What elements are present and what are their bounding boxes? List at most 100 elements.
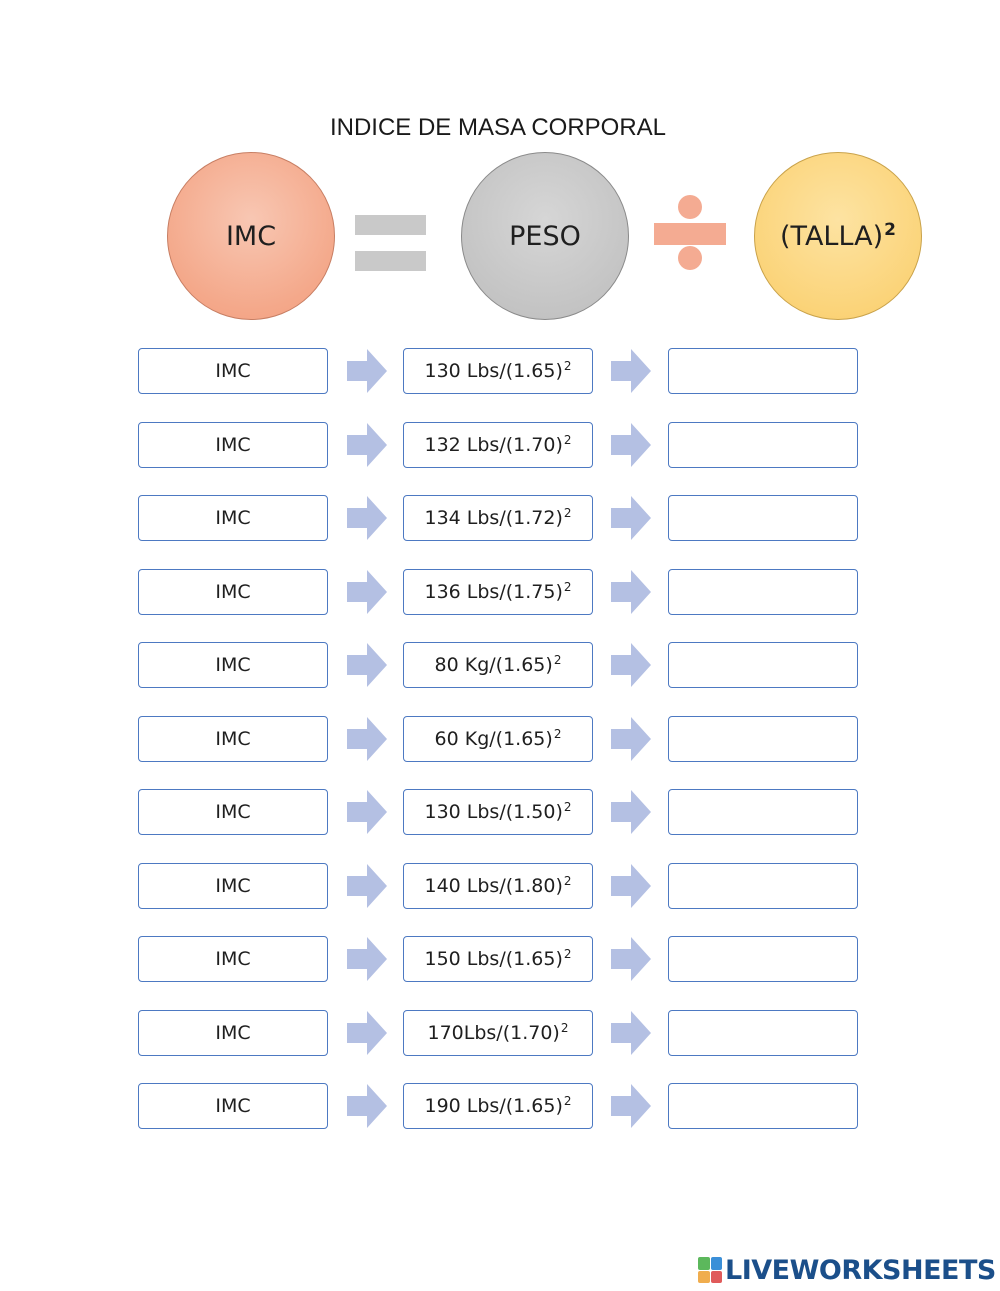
answer-input-box[interactable] <box>668 789 858 835</box>
right-arrow-icon <box>611 496 651 540</box>
expression-base: 136 Lbs/(1.75) <box>424 581 563 603</box>
exercise-row: IMC 134 Lbs/(1.72)2 <box>0 495 1000 543</box>
imc-label: IMC <box>215 434 251 456</box>
expression-box: 134 Lbs/(1.72)2 <box>403 495 593 541</box>
imc-label-box: IMC <box>138 1010 328 1056</box>
imc-label-box: IMC <box>138 716 328 762</box>
formula-imc-label: IMC <box>225 220 277 252</box>
imc-label-box: IMC <box>138 1083 328 1129</box>
expression-text: 130 Lbs/(1.50)2 <box>424 801 571 823</box>
imc-label-box: IMC <box>138 642 328 688</box>
imc-label: IMC <box>215 1022 251 1044</box>
answer-input-box[interactable] <box>668 569 858 615</box>
expression-exponent: 2 <box>553 652 562 667</box>
liveworksheets-logo-icon <box>698 1257 722 1283</box>
answer-input-box[interactable] <box>668 422 858 468</box>
formula-talla-circle: (TALLA)2 <box>754 152 922 320</box>
right-arrow-icon <box>611 1084 651 1128</box>
expression-text: 132 Lbs/(1.70)2 <box>424 434 571 456</box>
answer-input-box[interactable] <box>668 1010 858 1056</box>
right-arrow-icon <box>611 790 651 834</box>
expression-text: 134 Lbs/(1.72)2 <box>424 507 571 529</box>
expression-exponent: 2 <box>560 1020 569 1035</box>
expression-exponent: 2 <box>563 799 572 814</box>
expression-exponent: 2 <box>553 726 562 741</box>
imc-label: IMC <box>215 507 251 529</box>
formula-talla-label: (TALLA)2 <box>780 221 896 252</box>
formula-talla-text: (TALLA) <box>780 220 884 252</box>
expression-text: 60 Kg/(1.65)2 <box>435 728 562 750</box>
expression-base: 134 Lbs/(1.72) <box>424 507 563 529</box>
expression-base: 190 Lbs/(1.65) <box>424 1095 563 1117</box>
exercise-row: IMC 140 Lbs/(1.80)2 <box>0 863 1000 911</box>
expression-text: 136 Lbs/(1.75)2 <box>424 581 571 603</box>
right-arrow-icon <box>347 717 387 761</box>
expression-base: 150 Lbs/(1.65) <box>424 948 563 970</box>
expression-box: 130 Lbs/(1.65)2 <box>403 348 593 394</box>
answer-input-box[interactable] <box>668 348 858 394</box>
expression-exponent: 2 <box>563 505 572 520</box>
imc-label: IMC <box>215 948 251 970</box>
right-arrow-icon <box>611 1011 651 1055</box>
expression-text: 130 Lbs/(1.65)2 <box>424 360 571 382</box>
divide-sign-bar <box>654 223 726 245</box>
exercise-row: IMC 80 Kg/(1.65)2 <box>0 642 1000 690</box>
imc-label: IMC <box>215 728 251 750</box>
answer-input-box[interactable] <box>668 642 858 688</box>
expression-exponent: 2 <box>563 1093 572 1108</box>
right-arrow-icon <box>347 349 387 393</box>
expression-text: 150 Lbs/(1.65)2 <box>424 948 571 970</box>
formula-peso-label: PESO <box>509 220 581 252</box>
right-arrow-icon <box>611 937 651 981</box>
expression-exponent: 2 <box>563 946 572 961</box>
right-arrow-icon <box>611 423 651 467</box>
liveworksheets-logo: LIVEWORKSHEETS <box>698 1254 996 1286</box>
expression-box: 136 Lbs/(1.75)2 <box>403 569 593 615</box>
exercise-row: IMC 170Lbs/(1.70)2 <box>0 1010 1000 1058</box>
right-arrow-icon <box>611 570 651 614</box>
expression-base: 80 Kg/(1.65) <box>434 654 553 676</box>
expression-box: 170Lbs/(1.70)2 <box>403 1010 593 1056</box>
expression-text: 170Lbs/(1.70)2 <box>428 1022 569 1044</box>
imc-label: IMC <box>215 801 251 823</box>
liveworksheets-logo-text: LIVEWORKSHEETS <box>725 1254 996 1286</box>
exercise-row: IMC 190 Lbs/(1.65)2 <box>0 1083 1000 1131</box>
right-arrow-icon <box>611 864 651 908</box>
right-arrow-icon <box>347 423 387 467</box>
right-arrow-icon <box>347 864 387 908</box>
right-arrow-icon <box>347 643 387 687</box>
right-arrow-icon <box>347 790 387 834</box>
imc-label: IMC <box>215 581 251 603</box>
expression-box: 150 Lbs/(1.65)2 <box>403 936 593 982</box>
imc-label: IMC <box>215 360 251 382</box>
equals-sign-bottom-bar <box>355 251 426 271</box>
answer-input-box[interactable] <box>668 495 858 541</box>
expression-text: 140 Lbs/(1.80)2 <box>424 875 571 897</box>
imc-label-box: IMC <box>138 569 328 615</box>
answer-input-box[interactable] <box>668 1083 858 1129</box>
exercise-row: IMC 132 Lbs/(1.70)2 <box>0 422 1000 470</box>
expression-box: 130 Lbs/(1.50)2 <box>403 789 593 835</box>
exercise-row: IMC 60 Kg/(1.65)2 <box>0 716 1000 764</box>
right-arrow-icon <box>611 643 651 687</box>
right-arrow-icon <box>347 496 387 540</box>
expression-base: 132 Lbs/(1.70) <box>424 434 563 456</box>
expression-exponent: 2 <box>563 579 572 594</box>
answer-input-box[interactable] <box>668 716 858 762</box>
imc-label-box: IMC <box>138 863 328 909</box>
imc-label-box: IMC <box>138 936 328 982</box>
expression-box: 132 Lbs/(1.70)2 <box>403 422 593 468</box>
expression-base: 60 Kg/(1.65) <box>434 728 553 750</box>
expression-base: 130 Lbs/(1.65) <box>424 360 563 382</box>
expression-exponent: 2 <box>563 358 572 373</box>
answer-input-box[interactable] <box>668 936 858 982</box>
answer-input-box[interactable] <box>668 863 858 909</box>
formula-peso-circle: PESO <box>461 152 629 320</box>
imc-label-box: IMC <box>138 348 328 394</box>
expression-box: 140 Lbs/(1.80)2 <box>403 863 593 909</box>
expression-box: 190 Lbs/(1.65)2 <box>403 1083 593 1129</box>
right-arrow-icon <box>347 570 387 614</box>
right-arrow-icon <box>611 349 651 393</box>
expression-box: 60 Kg/(1.65)2 <box>403 716 593 762</box>
right-arrow-icon <box>347 1011 387 1055</box>
